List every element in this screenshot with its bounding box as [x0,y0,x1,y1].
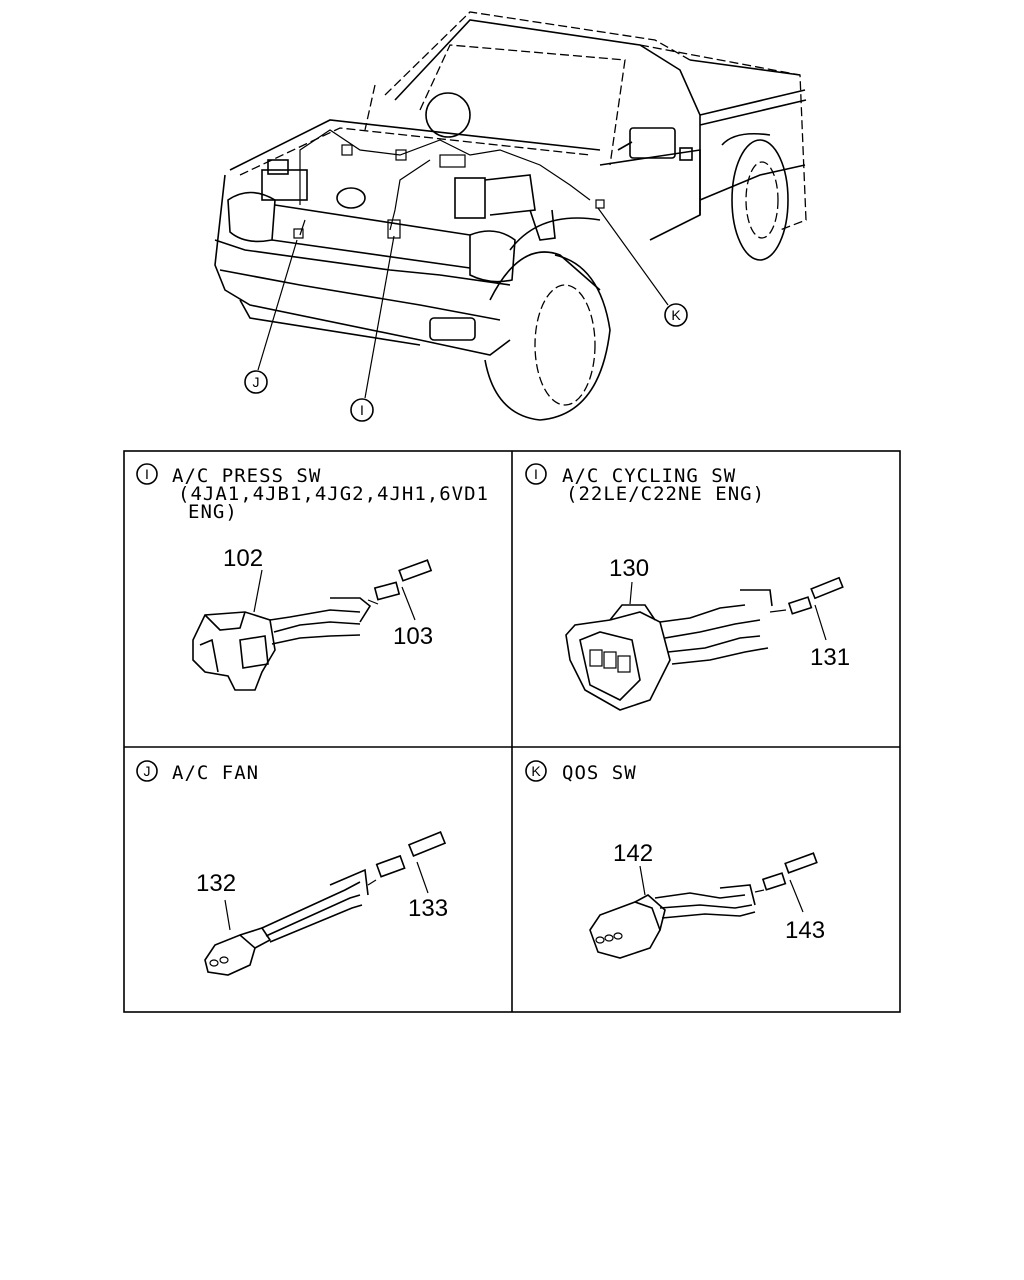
part-number-130: 130 [609,555,649,582]
panel-letter: J [144,763,151,779]
panel-grid [123,450,901,1013]
panel-letter: I [534,466,538,482]
panel-letter: K [531,763,541,779]
truck-illustration: J I K [214,11,807,422]
panel-ac-press-sw: I A/C PRESS SW (4JA1,4JB1,4JG2,4JH1,6VD1… [136,463,489,691]
panel-title: QOS SW [562,762,637,784]
connector-130-drawing [565,576,844,711]
part-number-131: 131 [810,644,850,671]
part-number-133: 133 [408,895,448,922]
connector-142-drawing [589,852,818,959]
panel-letter: I [145,466,149,482]
part-number-143: 143 [785,917,825,944]
panel-letter-circle [525,760,547,782]
callout-j [244,370,268,394]
panel-letter-circle [136,463,158,485]
callout-k-label: K [671,307,681,323]
panel-subtitle-cont: ENG) [188,501,238,523]
panel-title: A/C PRESS SW [172,465,321,487]
connector-102-drawing [192,559,433,691]
panel-ac-cycling-sw: I A/C CYCLING SW (22LE/C22NE ENG) 130 13… [525,463,850,711]
panel-title: A/C FAN [172,762,259,784]
panel-title: A/C CYCLING SW [562,465,736,487]
callout-j-label: J [253,374,260,390]
callout-i-label: I [360,402,364,418]
part-number-103: 103 [393,623,433,650]
panel-letter-circle [525,463,547,485]
panel-subtitle: (4JA1,4JB1,4JG2,4JH1,6VD1 [178,483,489,505]
part-number-102: 102 [223,545,263,572]
panel-ac-fan: J A/C FAN 132 133 [136,760,448,976]
connector-132-drawing [204,831,447,976]
panel-letter-circle [136,760,158,782]
callout-k [664,303,688,327]
part-number-142: 142 [613,840,653,867]
callout-i [350,398,374,422]
part-number-132: 132 [196,870,236,897]
panel-subtitle: (22LE/C22NE ENG) [566,483,765,505]
panel-qos-sw: K QOS SW 142 143 [525,760,825,959]
